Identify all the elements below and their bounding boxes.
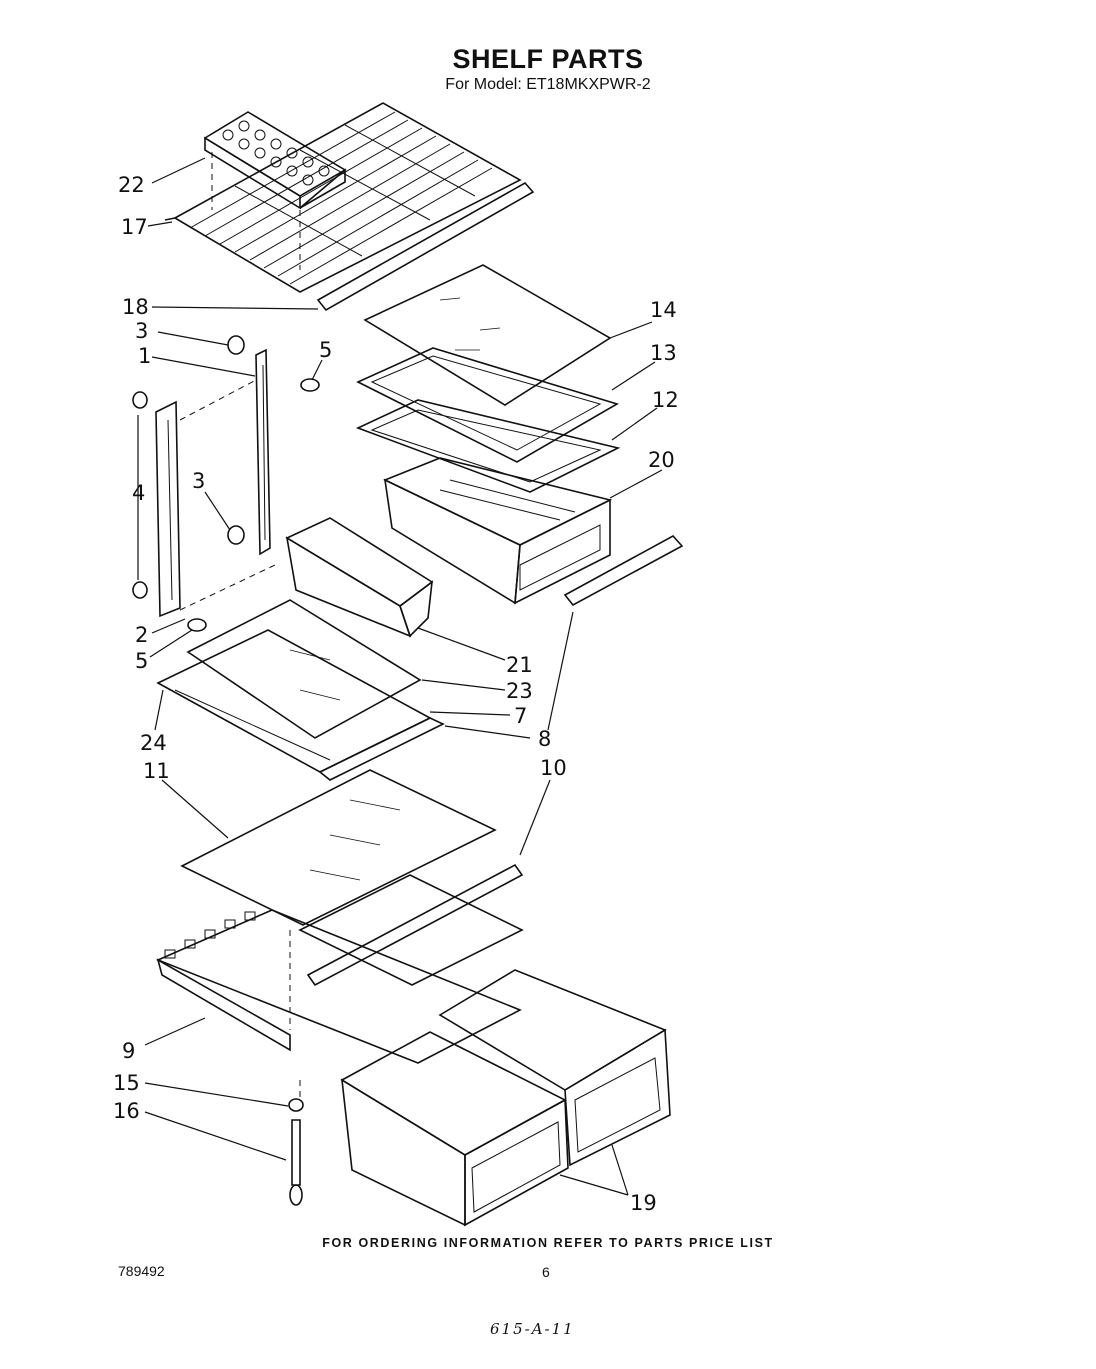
glass-shelf-14 [363, 264, 612, 406]
callout-23: 23 [506, 679, 533, 703]
utility-bin-21 [285, 517, 434, 638]
callout-7: 7 [514, 704, 527, 728]
shelf-frame-10 [298, 863, 524, 987]
crisper-cover-9 [155, 909, 522, 1100]
shelf-tray-12 [355, 399, 621, 493]
meat-pan-20 [383, 457, 613, 605]
shelf-rail-4 [155, 400, 181, 618]
shelf-trim-18 [316, 181, 535, 312]
callout-1: 1 [138, 344, 151, 368]
model-subtitle: For Model: ET18MKXPWR-2 [445, 76, 651, 93]
callout-14: 14 [650, 298, 677, 322]
callout-5-top: 5 [319, 338, 332, 362]
brackets [132, 335, 320, 632]
shelf-frame-7 [156, 629, 445, 781]
callout-15: 15 [113, 1071, 140, 1095]
ordering-note: FOR ORDERING INFORMATION REFER TO PARTS … [322, 1236, 774, 1250]
callout-21: 21 [506, 653, 533, 677]
freezer-wire-shelf [164, 102, 522, 293]
page-number: 6 [542, 1264, 550, 1280]
callout-19: 19 [630, 1191, 657, 1215]
callout-24: 24 [140, 731, 167, 755]
crisper-drawer-left [340, 1031, 569, 1227]
callout-10: 10 [540, 756, 567, 780]
ice-tray [203, 111, 347, 270]
callout-2: 2 [135, 623, 148, 647]
callout-11: 11 [143, 759, 170, 783]
callout-4: 4 [132, 481, 145, 505]
snack-shelf-23 [186, 599, 422, 739]
leader-lines [144, 157, 663, 1196]
callout-20: 20 [648, 448, 675, 472]
callout-labels: 22 17 18 3 1 5 4 3 2 5 14 13 12 20 21 23… [113, 173, 679, 1215]
page-title: SHELF PARTS [452, 44, 644, 74]
callout-9: 9 [122, 1039, 135, 1063]
callout-22: 22 [118, 173, 145, 197]
callout-13: 13 [650, 341, 677, 365]
crisper-drawer-right [438, 969, 671, 1167]
callout-18: 18 [122, 295, 149, 319]
shelf-rail-1 [179, 348, 276, 611]
glass-shelf-11 [180, 769, 497, 926]
callout-3-top: 3 [135, 319, 148, 343]
trim-bar-8 [563, 534, 684, 607]
callout-3-bottom: 3 [192, 469, 205, 493]
callout-17: 17 [121, 215, 148, 239]
handwritten-note: 615-A-11 [490, 1320, 575, 1338]
callout-12: 12 [652, 388, 679, 412]
callout-5-bottom: 5 [135, 649, 148, 673]
shelf-frame-13 [356, 347, 619, 463]
document-number: 789492 [118, 1263, 165, 1279]
callout-8: 8 [538, 727, 551, 751]
roller-parts [288, 1098, 304, 1206]
callout-16: 16 [113, 1099, 140, 1123]
